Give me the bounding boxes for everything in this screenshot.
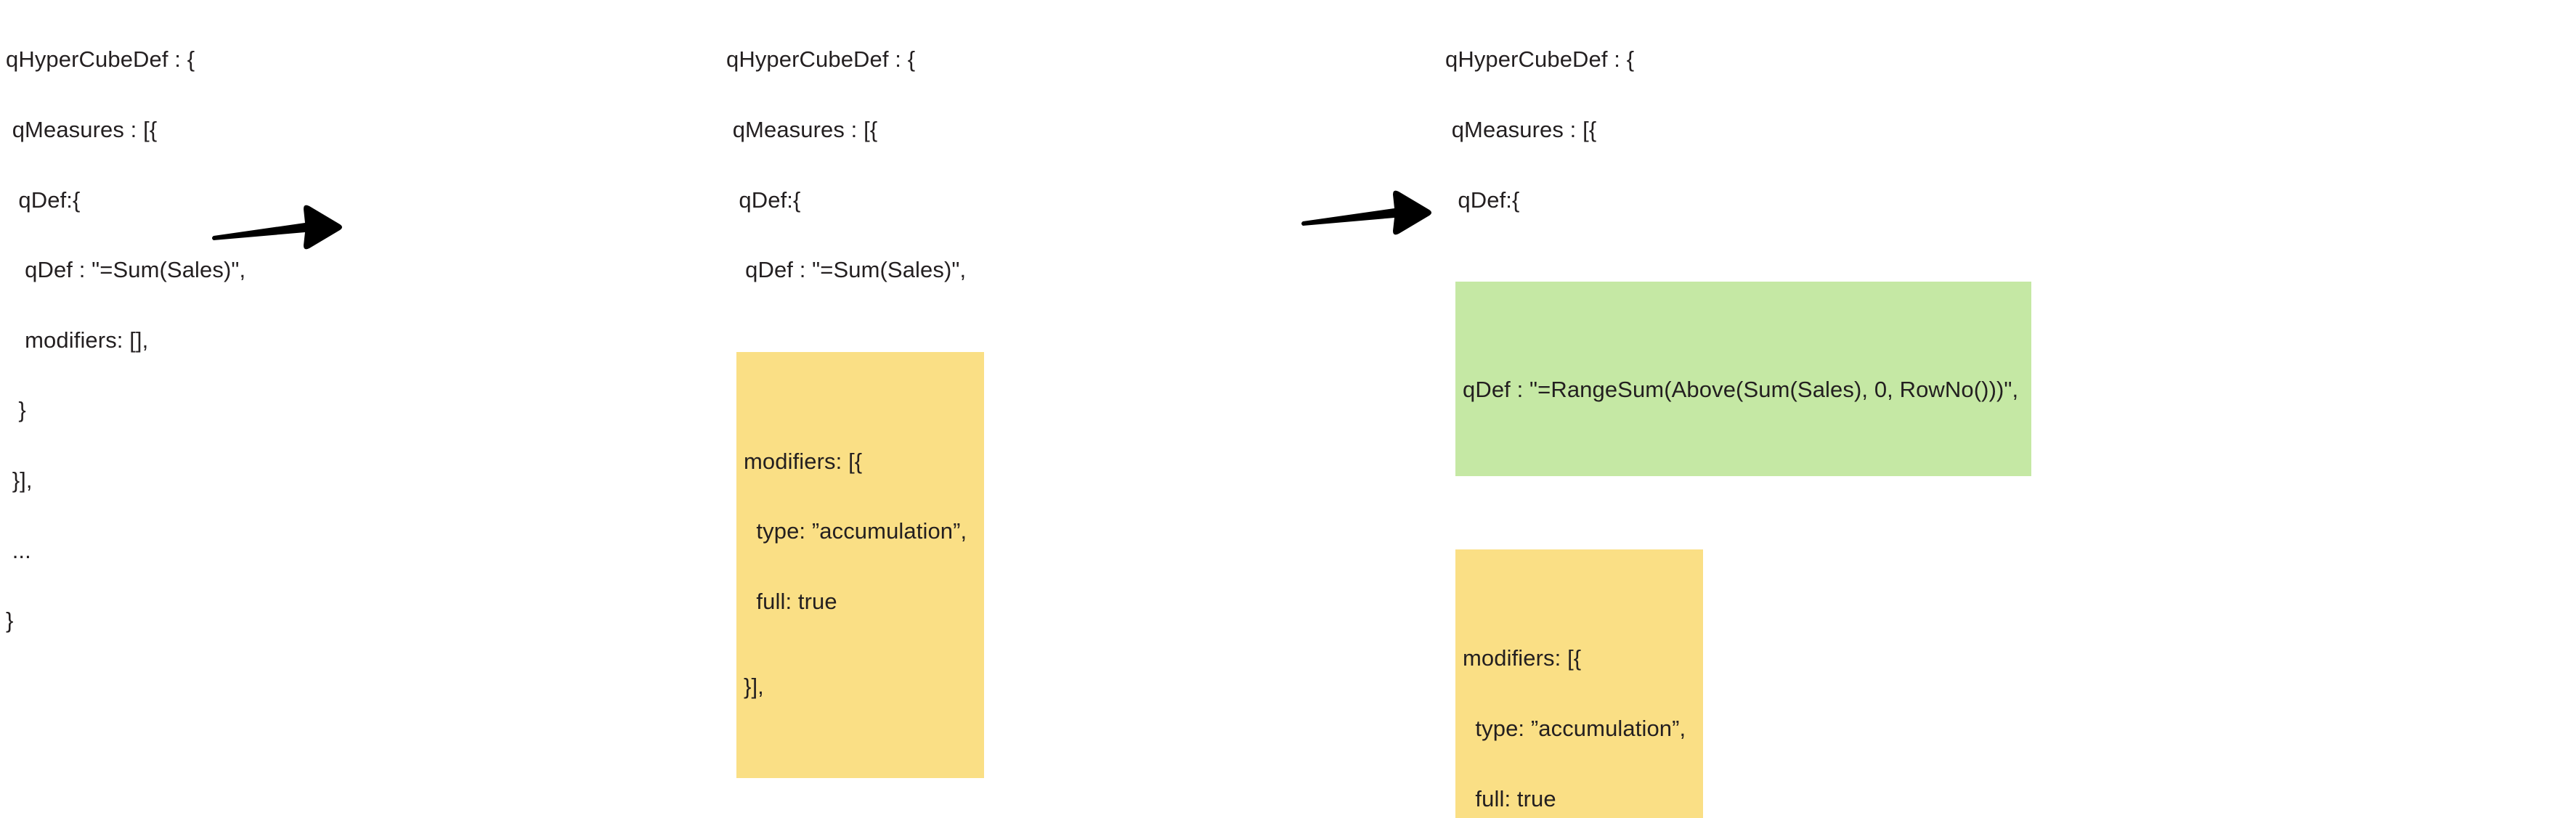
- code-line-text: qDef:{: [6, 187, 81, 213]
- code-line-text: type: ”accumulation”,: [1463, 716, 1686, 742]
- code-line: }],: [6, 467, 33, 493]
- code-line-text: }],: [744, 673, 764, 699]
- code-line: qDef : "=RangeSum(Above(Sum(Sales), 0, R…: [1463, 378, 2018, 401]
- code-line-text: qHyperCubeDef : {: [726, 46, 916, 73]
- arrow-column1-to-column2: [212, 195, 343, 260]
- modifiers-block-lines: modifiers: [{ type: ”accumulation”, full…: [744, 425, 967, 745]
- code-line-text: qDef : "=RangeSum(Above(Sum(Sales), 0, R…: [1463, 377, 2019, 403]
- qdef-highlight-block: qDef : "=RangeSum(Above(Sum(Sales), 0, R…: [1455, 282, 2032, 476]
- code-line: type: ”accumulation”,: [1463, 716, 1686, 742]
- modifiers-highlight-block: modifiers: [{ type: ”accumulation”, full…: [736, 351, 985, 779]
- code-line-text: full: true: [1463, 785, 1556, 811]
- code-line: qDef:{: [1445, 187, 1520, 213]
- code-line-text: modifiers: [{: [744, 448, 863, 474]
- code-line-text: qMeasures : [{: [6, 117, 158, 142]
- code-line: qDef:{: [6, 187, 81, 213]
- qdef-block-lines: qDef : "=RangeSum(Above(Sum(Sales), 0, R…: [1463, 353, 2018, 449]
- code-line: }],: [744, 673, 764, 699]
- code-line: qDef:{: [726, 187, 801, 213]
- code-line-text: }: [6, 397, 26, 423]
- code-line: type: ”accumulation”,: [744, 520, 967, 543]
- code-line: full: true: [744, 588, 837, 614]
- code-line-text: qDef:{: [1445, 187, 1520, 213]
- code-line-text: qDef : "=Sum(Sales)",: [6, 257, 246, 283]
- code-line: qHyperCubeDef : {: [6, 48, 195, 71]
- code-line-text: ...: [6, 537, 31, 563]
- code-block-column-1: qHyperCubeDef : { qMeasures : [{ qDef:{ …: [6, 1, 245, 679]
- code-line: full: true: [1463, 785, 1556, 811]
- code-line: qDef : "=Sum(Sales)",: [6, 258, 245, 282]
- code-line-text: qHyperCubeDef : {: [6, 46, 195, 73]
- code-line: qMeasures : [{: [1445, 118, 1596, 142]
- code-line: qDef : "=Sum(Sales)",: [726, 258, 966, 282]
- green-highlight-background: [1455, 282, 2032, 476]
- code-line: }: [6, 398, 26, 422]
- code-line-text: qHyperCubeDef : {: [1445, 46, 1635, 73]
- yellow-highlight-background: [736, 351, 985, 779]
- code-line: modifiers: [],: [6, 327, 149, 353]
- arrow-shape: [212, 205, 342, 250]
- code-line-text: qDef:{: [726, 187, 801, 213]
- code-line-text: }: [6, 608, 14, 634]
- code-line: qHyperCubeDef : {: [1445, 48, 1634, 71]
- code-line: modifiers: [{: [1463, 647, 1581, 670]
- code-line-text: full: true: [744, 588, 837, 614]
- code-line: qMeasures : [{: [6, 118, 157, 142]
- code-line: qHyperCubeDef : {: [726, 48, 915, 71]
- code-block-column-2: qHyperCubeDef : { qMeasures : [{ qDef:{ …: [726, 1, 985, 818]
- code-line-text: qDef : "=Sum(Sales)",: [726, 257, 967, 283]
- code-line: modifiers: [{: [744, 448, 863, 474]
- code-line: qMeasures : [{: [726, 118, 877, 142]
- modifiers-highlight-block: modifiers: [{ type: ”accumulation”, full…: [1455, 549, 1704, 818]
- arrow-column2-to-column3: [1301, 180, 1432, 245]
- code-line: }: [6, 609, 13, 632]
- yellow-highlight-background: [1455, 549, 1704, 818]
- code-block-column-3: qHyperCubeDef : { qMeasures : [{ qDef:{ …: [1445, 1, 2032, 818]
- code-line-text: type: ”accumulation”,: [744, 518, 967, 544]
- arrow-shape: [1301, 190, 1431, 235]
- code-line-text: qMeasures : [{: [1445, 117, 1597, 142]
- code-line-text: modifiers: [],: [6, 327, 149, 353]
- code-line-text: qMeasures : [{: [726, 117, 878, 142]
- code-line: ...: [6, 539, 31, 563]
- modifiers-block-lines: modifiers: [{ type: ”accumulation”, full…: [1463, 622, 1686, 818]
- code-line-text: }],: [6, 467, 33, 493]
- code-line-text: modifiers: [{: [1463, 645, 1582, 671]
